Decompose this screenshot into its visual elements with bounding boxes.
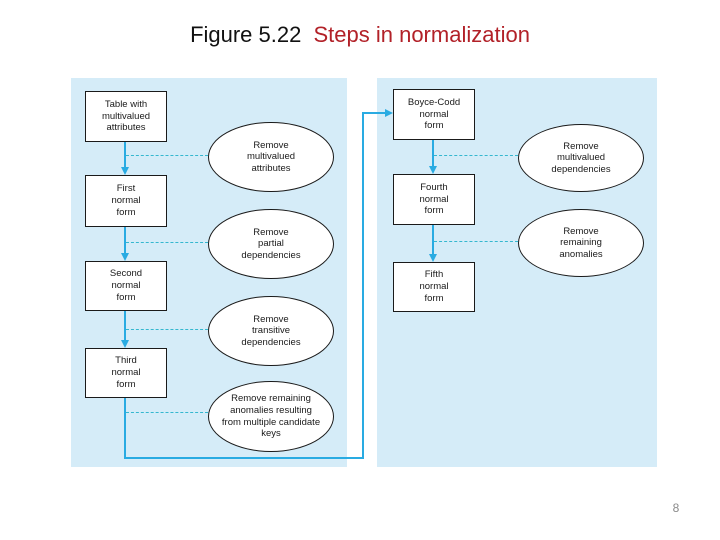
dashed-connector	[126, 329, 208, 330]
box-boyce-codd-normal-form: Boyce-Codd normal form	[393, 89, 475, 140]
dashed-connector	[434, 241, 518, 242]
box-first-normal-form: First normal form	[85, 175, 167, 227]
arrowhead-down-icon	[121, 340, 129, 348]
arrowhead-down-icon	[429, 166, 437, 174]
flow-line	[124, 140, 126, 169]
ellipse-remove-multivalued-attributes: Remove multivalued attributes	[208, 122, 334, 192]
flow-line	[124, 309, 126, 342]
box-fifth-normal-form: Fifth normal form	[393, 262, 475, 312]
dashed-connector	[126, 412, 208, 413]
arrowhead-right-icon	[385, 109, 393, 117]
dashed-connector	[126, 242, 208, 243]
box-table-multivalued-attributes: Table with multivalued attributes	[85, 91, 167, 142]
box-fourth-normal-form: Fourth normal form	[393, 174, 475, 225]
flow-line	[432, 223, 434, 256]
flow-line	[432, 138, 434, 168]
figure-title: Steps in normalization	[313, 22, 530, 47]
ellipse-remove-multivalued-dependencies: Remove multivalued dependencies	[518, 124, 644, 192]
flow-line	[124, 396, 126, 459]
figure-label: Figure 5.22	[190, 22, 302, 47]
flow-line	[124, 225, 126, 255]
ellipse-remove-partial-dependencies: Remove partial dependencies	[208, 209, 334, 279]
slide-title: Figure 5.22 Steps in normalization	[0, 22, 720, 48]
ellipse-remove-remaining-anomalies-candidate-keys: Remove remaining anomalies resulting fro…	[208, 381, 334, 452]
flow-line	[362, 112, 364, 459]
dashed-connector	[434, 155, 518, 156]
flow-line	[362, 112, 386, 114]
ellipse-remove-transitive-dependencies: Remove transitive dependencies	[208, 296, 334, 366]
ellipse-remove-remaining-anomalies: Remove remaining anomalies	[518, 209, 644, 277]
page-number: 8	[672, 501, 680, 515]
arrowhead-down-icon	[429, 254, 437, 262]
arrowhead-down-icon	[121, 253, 129, 261]
flow-line	[124, 457, 364, 459]
dashed-connector	[126, 155, 208, 156]
box-second-normal-form: Second normal form	[85, 261, 167, 311]
box-third-normal-form: Third normal form	[85, 348, 167, 398]
arrowhead-down-icon	[121, 167, 129, 175]
